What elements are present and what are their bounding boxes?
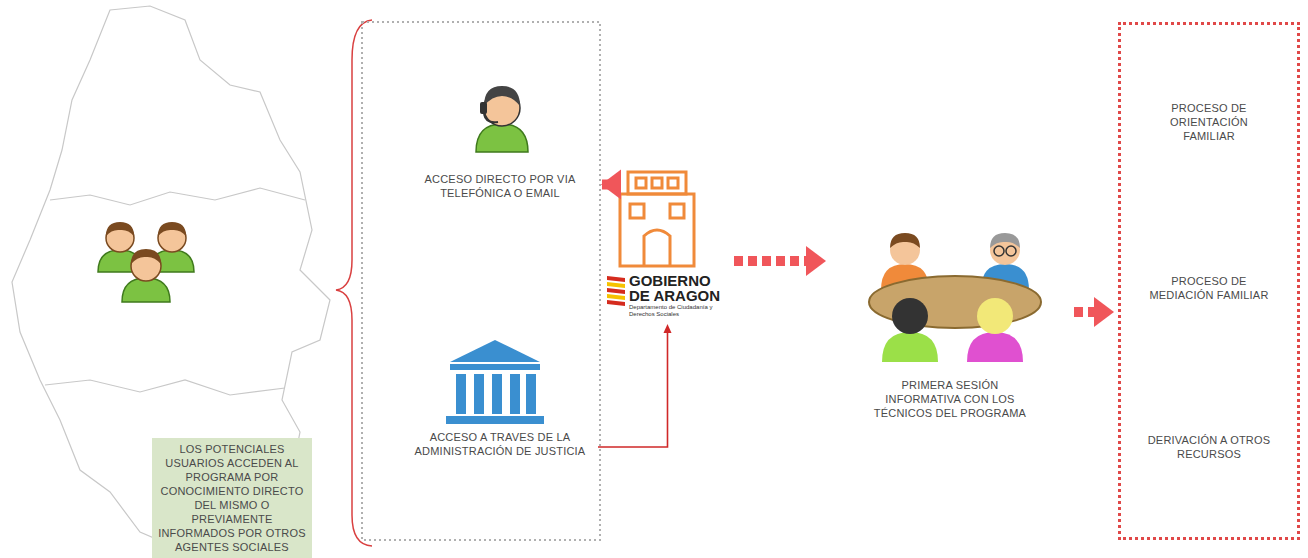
- outcomes-box: PROCESO DE ORIENTACIÓN FAMILIAR PROCESO D…: [1118, 22, 1300, 540]
- node-text: ACCESO A TRAVES DE LA ADMINISTRACIÓN DE …: [408, 430, 592, 458]
- access-group-outline: [362, 22, 600, 540]
- step-node: ACCESO A TRAVES DE LA ADMINISTRACIÓN DE …: [402, 318, 598, 462]
- users-note-box: LOS POTENCIALES USUARIOS ACCEDEN AL PROG…: [152, 438, 312, 558]
- courthouse-icon: [446, 340, 544, 424]
- logo-name: GOBIERNO DE ARAGON: [629, 273, 728, 303]
- users-icon: [98, 222, 194, 302]
- flow-arrow: [598, 324, 672, 447]
- flow-arrow: [601, 170, 621, 200]
- node-text: LOS POTENCIALES USUARIOS ACCEDEN AL PROG…: [156, 442, 308, 554]
- step-node: ACCESO DIRECTO POR VIA TELEFÓNICA O EMAI…: [402, 60, 598, 204]
- step-node: PRIMERA SESIÓN INFORMATIVA CON LOS TÉCNI…: [830, 200, 1070, 424]
- step-node: GOBIERNO DE ARAGONDepartamento de Ciudad…: [605, 165, 730, 322]
- node-text: DERIVACIÓN A OTROS RECURSOS: [1129, 433, 1289, 461]
- building-icon: [620, 172, 694, 266]
- node-text: PROCESO DE MEDIACIÓN FAMILIAR: [1129, 274, 1289, 302]
- phone-operator-icon: [476, 86, 528, 152]
- flow-arrow: [1074, 297, 1114, 327]
- node-text: ACCESO DIRECTO POR VIA TELEFÓNICA O EMAI…: [408, 172, 592, 200]
- logo-block: GOBIERNO DE ARAGONDepartamento de Ciudad…: [607, 273, 728, 318]
- curly-brace: [336, 20, 372, 546]
- meeting-icon: [869, 233, 1041, 362]
- aragon-flag-mark: [607, 276, 627, 306]
- node-text: PROCESO DE ORIENTACIÓN FAMILIAR: [1129, 101, 1289, 143]
- logo-subtitle: Departamento de Ciudadanía y Derechos So…: [629, 304, 728, 318]
- node-text: PRIMERA SESIÓN INFORMATIVA CON LOS TÉCNI…: [870, 378, 1030, 420]
- flow-arrow: [734, 246, 826, 276]
